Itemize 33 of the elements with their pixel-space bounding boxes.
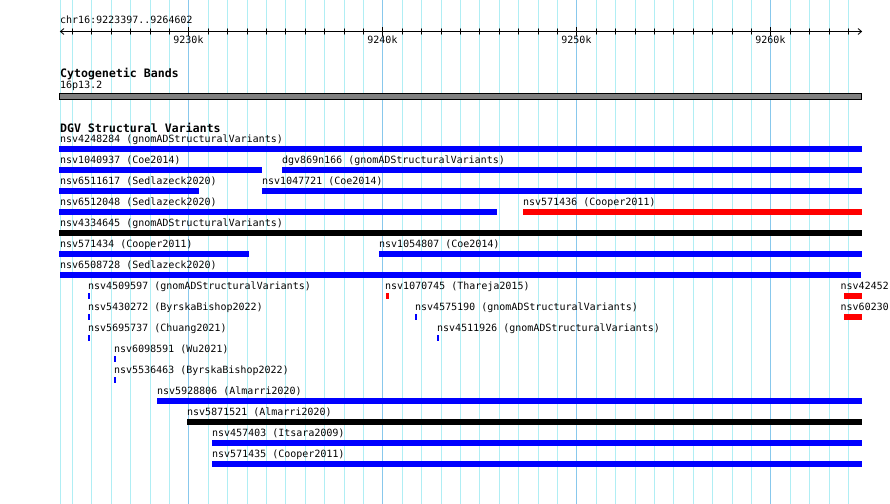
variant-label: nsv5536463 (ByrskaBishop2022) xyxy=(114,365,289,376)
scale-label: 9260k xyxy=(755,35,786,46)
variant-label: nsv457403 (Itsara2009) xyxy=(212,428,344,439)
band-label: 16p13.2 xyxy=(60,80,102,91)
variant-label: nsv5928806 (Almarri2020) xyxy=(157,386,302,397)
scale-label: 9250k xyxy=(561,35,592,46)
track-title: Cytogenetic Bands xyxy=(60,67,179,79)
variant-label: dgv869n166 (gnomADStructuralVariants) xyxy=(282,155,505,166)
variant-label: nsv6511617 (Sedlazeck2020) xyxy=(60,176,217,187)
variant-label: nsv4575190 (gnomADStructuralVariants) xyxy=(415,302,638,313)
variant-label: nsv4334645 (gnomADStructuralVariants) xyxy=(60,218,283,229)
variant-label: nsv6508728 (Sedlazeck2020) xyxy=(60,260,217,271)
variant-label: nsv6098591 (Wu2021) xyxy=(114,344,228,355)
track-title: DGV Structural Variants xyxy=(60,122,221,134)
variant-label: nsv1054807 (Coe2014) xyxy=(379,239,500,250)
coordinate-label: chr16:9223397..9264602 xyxy=(60,15,192,26)
variant-label: nsv571436 (Cooper2011) xyxy=(523,197,656,208)
variant-label: nsv42452 xyxy=(840,281,889,292)
variant-label: nsv1047721 (Coe2014) xyxy=(262,176,382,187)
variant-label: nsv60230 xyxy=(840,302,889,313)
scale-label: 9240k xyxy=(367,35,398,46)
variant-label: nsv1040937 (Coe2014) xyxy=(60,155,180,166)
variant-label: nsv1070745 (Thareja2015) xyxy=(385,281,530,292)
scale-label: 9230k xyxy=(173,35,204,46)
variant-label: nsv571434 (Cooper2011) xyxy=(60,239,192,250)
variant-label: nsv571435 (Cooper2011) xyxy=(212,449,344,460)
variant-label: nsv5430272 (ByrskaBishop2022) xyxy=(88,302,263,313)
variant-label: nsv5695737 (Chuang2021) xyxy=(88,323,226,334)
variant-label: nsv4509597 (gnomADStructuralVariants) xyxy=(88,281,311,292)
variant-label: nsv5871521 (Almarri2020) xyxy=(187,407,332,418)
variant-label: nsv6512048 (Sedlazeck2020) xyxy=(60,197,217,208)
variant-label: nsv4248284 (gnomADStructuralVariants) xyxy=(60,134,283,145)
variant-label: nsv4511926 (gnomADStructuralVariants) xyxy=(437,323,660,334)
